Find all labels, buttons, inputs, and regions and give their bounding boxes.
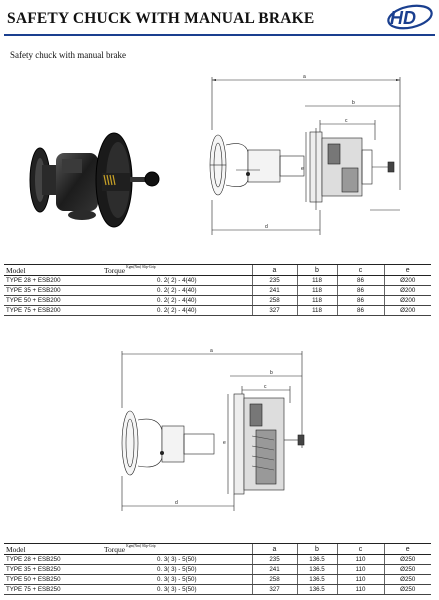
cell-model: TYPE 35 + ESB250 xyxy=(4,564,102,575)
cell-c: 86 xyxy=(336,305,384,316)
table-row: TYPE 50 + ESB250 0. 3( 3) - 5(50) 258 13… xyxy=(4,574,431,585)
page-title: SAFETY CHUCK WITH MANUAL BRAKE xyxy=(7,10,315,27)
technical-drawing-esb250: a b c d e xyxy=(121,348,305,511)
cell-c: 110 xyxy=(336,584,384,595)
cell-model: TYPE 28 + ESB200 xyxy=(4,275,102,286)
dim-label-c: c xyxy=(345,118,348,124)
table-row: TYPE 35 + ESB250 0. 3( 3) - 5(50) 241 13… xyxy=(4,564,431,575)
cell-torque: 0. 3( 3) - 5(50) xyxy=(102,584,252,595)
cell-b: 136.5 xyxy=(296,574,337,585)
dim-label-e: e xyxy=(301,166,304,172)
cell-b: 136.5 xyxy=(296,554,337,565)
logo-text: HD xyxy=(390,8,416,28)
col-a: a xyxy=(251,264,297,276)
cell-a: 235 xyxy=(251,554,297,565)
header-divider xyxy=(4,34,435,36)
cell-e: Ø250 xyxy=(383,574,431,585)
cell-model: TYPE 75 + ESB250 xyxy=(4,584,102,595)
cell-model: TYPE 50 + ESB200 xyxy=(4,295,102,306)
col-b: b xyxy=(296,543,337,555)
cell-c: 86 xyxy=(336,285,384,296)
cell-a: 241 xyxy=(251,285,297,296)
col-model: Model xyxy=(4,543,102,555)
torque-unit: Kgm(Nm) Slip-Grip xyxy=(126,264,156,269)
technical-drawing-esb200: a b c d e xyxy=(209,74,401,235)
cell-c: 110 xyxy=(336,574,384,585)
dim-label-b: b xyxy=(270,370,273,376)
subtitle: Safety chuck with manual brake xyxy=(10,50,126,60)
cell-e: Ø200 xyxy=(383,295,431,306)
dim-label-b: b xyxy=(352,100,355,106)
product-photo xyxy=(29,132,160,228)
hd-logo-icon: HD xyxy=(387,4,433,30)
col-a: a xyxy=(251,543,297,555)
cell-b: 118 xyxy=(296,295,337,306)
dim-label-c: c xyxy=(264,384,267,390)
table-header-row: Model TorqueKgm(Nm) Slip-Grip a b c e xyxy=(4,264,431,276)
table-row: TYPE 75 + ESB200 0. 2( 2) - 4(40) 327 11… xyxy=(4,305,431,316)
cell-c: 110 xyxy=(336,554,384,565)
table-header-row: Model TorqueKgm(Nm) Slip-Grip a b c e xyxy=(4,543,431,555)
cell-model: TYPE 35 + ESB200 xyxy=(4,285,102,296)
cell-torque: 0. 2( 2) - 4(40) xyxy=(102,275,252,286)
col-c: c xyxy=(336,264,384,276)
table-row: TYPE 50 + ESB200 0. 2( 2) - 4(40) 258 11… xyxy=(4,295,431,306)
spec-table-esb250: Model TorqueKgm(Nm) Slip-Grip a b c e TY… xyxy=(4,543,431,595)
cell-model: TYPE 28 + ESB250 xyxy=(4,554,102,565)
cell-torque: 0. 2( 2) - 4(40) xyxy=(102,285,252,296)
cell-torque: 0. 2( 2) - 4(40) xyxy=(102,305,252,316)
table-row: TYPE 28 + ESB200 0. 2( 2) - 4(40) 235 11… xyxy=(4,275,431,286)
cell-a: 258 xyxy=(251,295,297,306)
col-b: b xyxy=(296,264,337,276)
cell-b: 118 xyxy=(296,305,337,316)
col-e: e xyxy=(383,264,431,276)
cell-torque: 0. 3( 3) - 5(50) xyxy=(102,554,252,565)
cell-a: 235 xyxy=(251,275,297,286)
table-row: TYPE 28 + ESB250 0. 3( 3) - 5(50) 235 13… xyxy=(4,554,431,565)
cell-a: 327 xyxy=(251,305,297,316)
cell-e: Ø250 xyxy=(383,584,431,595)
cell-b: 136.5 xyxy=(296,564,337,575)
dim-label-d: d xyxy=(265,224,268,230)
cell-b: 118 xyxy=(296,285,337,296)
cell-c: 86 xyxy=(336,295,384,306)
cell-torque: 0. 3( 3) - 5(50) xyxy=(102,574,252,585)
dim-label-d: d xyxy=(175,500,178,506)
cell-a: 241 xyxy=(251,564,297,575)
dim-label-a: a xyxy=(210,348,213,354)
dim-label-a: a xyxy=(303,74,306,80)
page-header: SAFETY CHUCK WITH MANUAL BRAKE HD xyxy=(0,0,439,40)
cell-e: Ø200 xyxy=(383,305,431,316)
spec-table-esb200: Model TorqueKgm(Nm) Slip-Grip a b c e TY… xyxy=(4,264,431,316)
cell-model: TYPE 75 + ESB200 xyxy=(4,305,102,316)
col-c: c xyxy=(336,543,384,555)
cell-model: TYPE 50 + ESB250 xyxy=(4,574,102,585)
col-torque: TorqueKgm(Nm) Slip-Grip xyxy=(102,264,252,276)
dim-label-e: e xyxy=(223,440,226,446)
cell-c: 86 xyxy=(336,275,384,286)
cell-torque: 0. 2( 2) - 4(40) xyxy=(102,295,252,306)
table-row: TYPE 35 + ESB200 0. 2( 2) - 4(40) 241 11… xyxy=(4,285,431,296)
col-torque: TorqueKgm(Nm) Slip-Grip xyxy=(102,543,252,555)
torque-unit: Kgm(Nm) Slip-Grip xyxy=(126,543,156,548)
cell-a: 258 xyxy=(251,574,297,585)
cell-torque: 0. 3( 3) - 5(50) xyxy=(102,564,252,575)
table-row: TYPE 75 + ESB250 0. 3( 3) - 5(50) 327 13… xyxy=(4,584,431,595)
cell-c: 110 xyxy=(336,564,384,575)
cell-b: 118 xyxy=(296,275,337,286)
col-e: e xyxy=(383,543,431,555)
cell-e: Ø250 xyxy=(383,554,431,565)
cell-e: Ø250 xyxy=(383,564,431,575)
cell-e: Ø200 xyxy=(383,275,431,286)
cell-e: Ø200 xyxy=(383,285,431,296)
col-model: Model xyxy=(4,264,102,276)
cell-a: 327 xyxy=(251,584,297,595)
cell-b: 136.5 xyxy=(296,584,337,595)
